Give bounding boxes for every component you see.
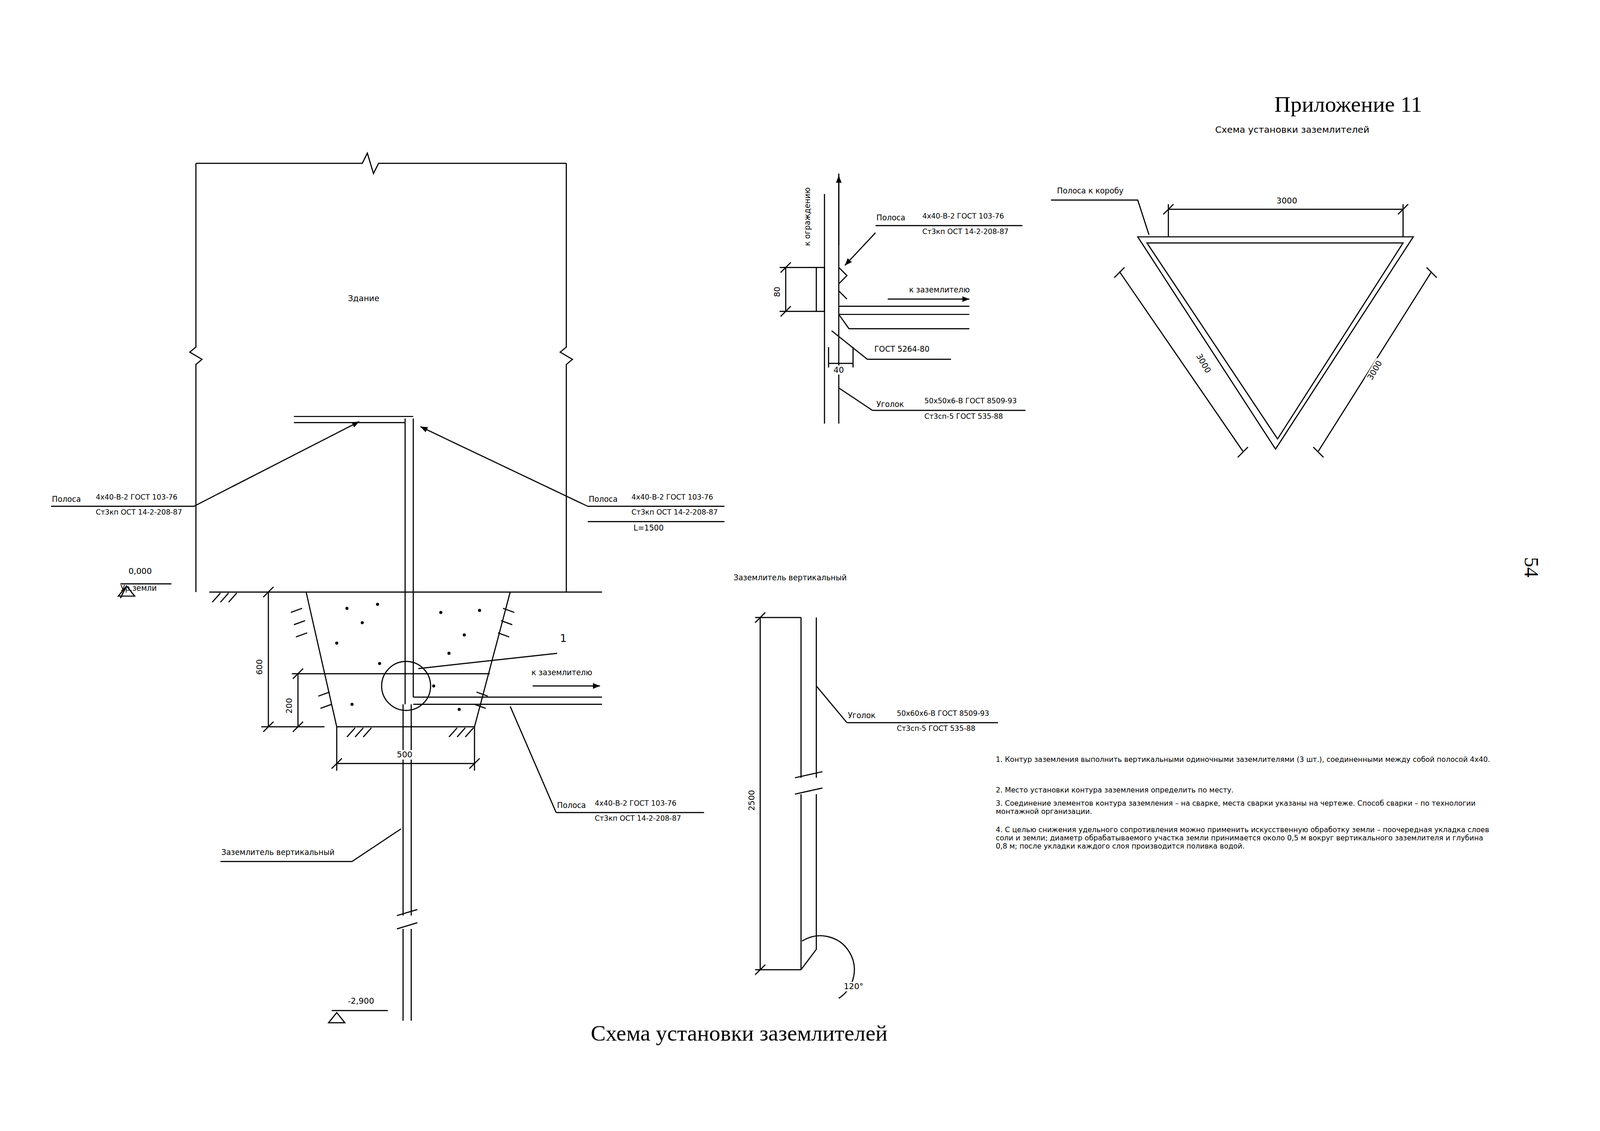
material-spec: Ст3кп ОСТ 14-2-208-87 bbox=[593, 814, 682, 823]
note: 1. Контур заземления выполнить вертикаль… bbox=[994, 755, 1497, 764]
material-spec: Ст3кп ОСТ 14-2-208-87 bbox=[921, 227, 1010, 236]
dimension: 80 bbox=[772, 285, 783, 299]
dimension: 3000 bbox=[1365, 358, 1385, 383]
label-text: к ограждению bbox=[803, 186, 812, 247]
material-spec: Ст3сп-5 ГОСТ 535-88 bbox=[923, 412, 1004, 421]
label-text: Полоса bbox=[51, 494, 82, 504]
label-text: к заземлителю bbox=[908, 285, 971, 295]
caption: Схема установки заземлителей bbox=[589, 1020, 889, 1047]
material-spec: 50х60х6-В ГОСТ 8509-93 bbox=[895, 709, 990, 718]
page-title: Приложение 11 bbox=[1273, 91, 1424, 118]
label-text: Уголок bbox=[875, 400, 905, 409]
page-number: 54 bbox=[1519, 555, 1543, 579]
dimension: 120° bbox=[842, 981, 865, 992]
building-outline: Здание bbox=[196, 163, 567, 593]
level-mark: 0,000 bbox=[127, 566, 153, 577]
material-spec: 4х40-В-2 ГОСТ 103-76 bbox=[593, 799, 678, 808]
sub-title: Схема установки заземлителей bbox=[1214, 124, 1371, 136]
dimension: 3000 bbox=[1275, 196, 1299, 206]
material-spec: 50х50х6-В ГОСТ 8509-93 bbox=[923, 396, 1018, 406]
dimension: 2500 bbox=[747, 788, 757, 812]
label-text: Уголок bbox=[846, 711, 877, 720]
label-text: Полоса bbox=[555, 800, 587, 810]
note: 2. Место установки контура заземления оп… bbox=[994, 785, 1497, 795]
level-mark: Ур.земли bbox=[120, 583, 157, 593]
node-label: Здание bbox=[347, 293, 381, 304]
dimension: 200 bbox=[284, 696, 295, 715]
material-spec: 4х40-В-2 ГОСТ 103-76 bbox=[630, 493, 715, 502]
dimension: 40 bbox=[832, 365, 846, 375]
material-spec: 4х40-В-2 ГОСТ 103-76 bbox=[921, 212, 1005, 221]
material-spec: Ст3кп ОСТ 14-2-208-87 bbox=[94, 508, 183, 517]
level-mark: -2,900 bbox=[347, 996, 376, 1006]
material-spec: Ст3кп ОСТ 14-2-208-87 bbox=[630, 508, 719, 517]
dimension: 600 bbox=[254, 658, 265, 676]
dimension: 500 bbox=[395, 749, 414, 760]
note: 4. С целью снижения удельного сопротивле… bbox=[994, 825, 1497, 851]
label-text: к заземлителю bbox=[530, 668, 593, 677]
material-spec: Ст3сп-5 ГОСТ 535-88 bbox=[895, 724, 977, 733]
note: 3. Соединение элементов контура заземлен… bbox=[994, 799, 1497, 816]
label-text: Полоса bbox=[587, 494, 619, 504]
material-spec: ГОСТ 5264-80 bbox=[873, 344, 931, 354]
dimension: L=1500 bbox=[632, 523, 665, 533]
view-heading: Заземлитель вертикальный bbox=[732, 573, 848, 582]
dimension: 3000 bbox=[1194, 351, 1214, 376]
label-text: Полоса к коробу bbox=[1056, 186, 1125, 196]
material-spec: 4х40-В-2 ГОСТ 103-76 bbox=[94, 493, 179, 502]
label-text: Заземлитель вертикальный bbox=[220, 847, 336, 857]
label-text: Полоса bbox=[875, 213, 907, 223]
callout-number: 1 bbox=[559, 632, 568, 645]
